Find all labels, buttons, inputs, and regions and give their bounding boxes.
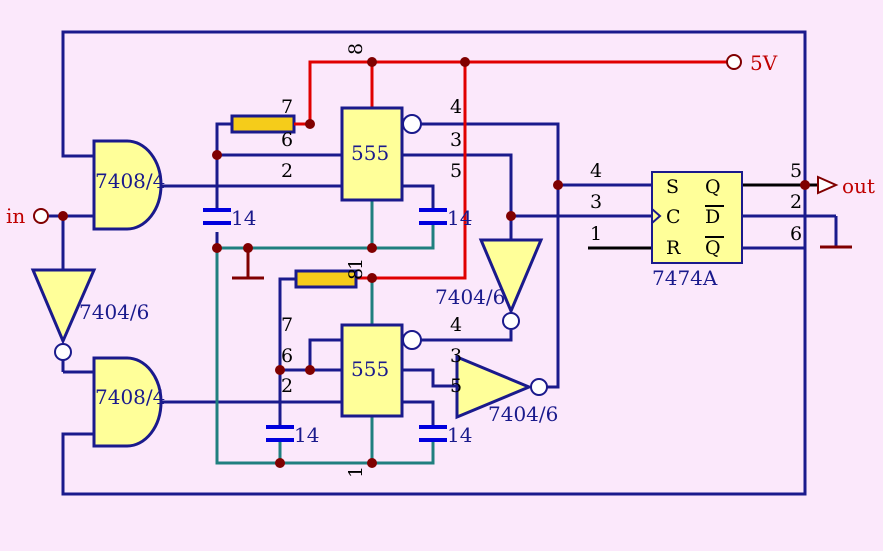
capacitor-top-left: 14 [203, 206, 256, 230]
inverter-left: 7404/6 [30, 268, 149, 361]
flip-flop-label: 7474A [652, 266, 718, 290]
flip-flop-7474: S C R Q D Q 7474A [651, 171, 743, 290]
wires-red [308, 60, 727, 280]
inverter-left-label: 7404/6 [79, 300, 149, 324]
and-gate-top-label: 7408/4 [95, 169, 165, 193]
pin-t2: 2 [281, 160, 293, 182]
and-gate-top: 7408/4 [92, 139, 165, 231]
pin-t5: 5 [450, 160, 462, 182]
resistor-bottom [294, 269, 358, 289]
pin-b1: 1 [345, 466, 367, 478]
inverter-mid-label: 7404/6 [435, 285, 505, 309]
terminal-input: in [6, 204, 49, 228]
pin-t4: 4 [450, 96, 462, 118]
cap-bl-label: 14 [294, 423, 319, 447]
timer-bottom-label: 555 [351, 357, 389, 381]
cap-tl-label: 14 [231, 206, 256, 230]
pin-t1: 1 [345, 258, 367, 270]
pin-t6: 6 [281, 129, 293, 151]
terminal-output: out [817, 174, 875, 198]
pin-f5: 5 [790, 160, 802, 182]
output-label: out [842, 174, 875, 198]
pin-t8: 8 [345, 43, 367, 55]
ff-pin-qbar: Q [705, 237, 721, 259]
timer-555-top: 555 [340, 106, 422, 202]
pin-b5: 5 [450, 375, 462, 397]
pin-b2: 2 [281, 375, 293, 397]
pin-b3: 3 [450, 345, 462, 367]
ff-pin-c: C [666, 206, 681, 228]
inverter-mid: 7404/6 [435, 238, 544, 330]
pin-f1: 1 [590, 223, 602, 245]
and-gate-bottom: 7408/4 [92, 356, 165, 448]
pin-b7: 7 [281, 314, 293, 336]
pin-b4: 4 [450, 314, 462, 336]
junction-dots [58, 57, 810, 468]
terminal-supply: 5V [726, 51, 778, 75]
pin-b6: 6 [281, 345, 293, 367]
pin-f4: 4 [590, 160, 602, 182]
pin-numbers: 8 7 6 2 4 3 5 1 8 7 6 2 4 3 5 1 4 3 1 5 … [281, 43, 802, 478]
input-label: in [6, 204, 25, 228]
ff-pin-s: S [666, 176, 679, 198]
cap-tr-label: 14 [447, 206, 472, 230]
capacitor-top-right: 14 [419, 206, 472, 230]
pin-f3: 3 [590, 191, 602, 213]
wires-teal [215, 200, 435, 465]
cap-br-label: 14 [447, 423, 472, 447]
wires-blue [49, 30, 838, 496]
timer-555-bottom: 555 [340, 323, 422, 418]
ff-pin-d: D [705, 206, 720, 228]
pin-f2: 2 [790, 191, 802, 213]
ff-pin-q: Q [705, 176, 721, 198]
supply-label: 5V [750, 51, 778, 75]
pin-b8: 8 [345, 268, 367, 280]
timer-top-label: 555 [351, 141, 389, 165]
ff-pin-r: R [666, 237, 681, 259]
and-gate-bottom-label: 7408/4 [95, 385, 165, 409]
capacitor-bottom-right: 14 [419, 423, 472, 447]
inverter-right: 7404/6 [455, 354, 558, 426]
inverter-right-label: 7404/6 [488, 402, 558, 426]
pin-t3: 3 [450, 129, 462, 151]
pin-t7: 7 [281, 96, 293, 118]
capacitor-bottom-left: 14 [266, 423, 319, 447]
pin-f6: 6 [790, 223, 802, 245]
